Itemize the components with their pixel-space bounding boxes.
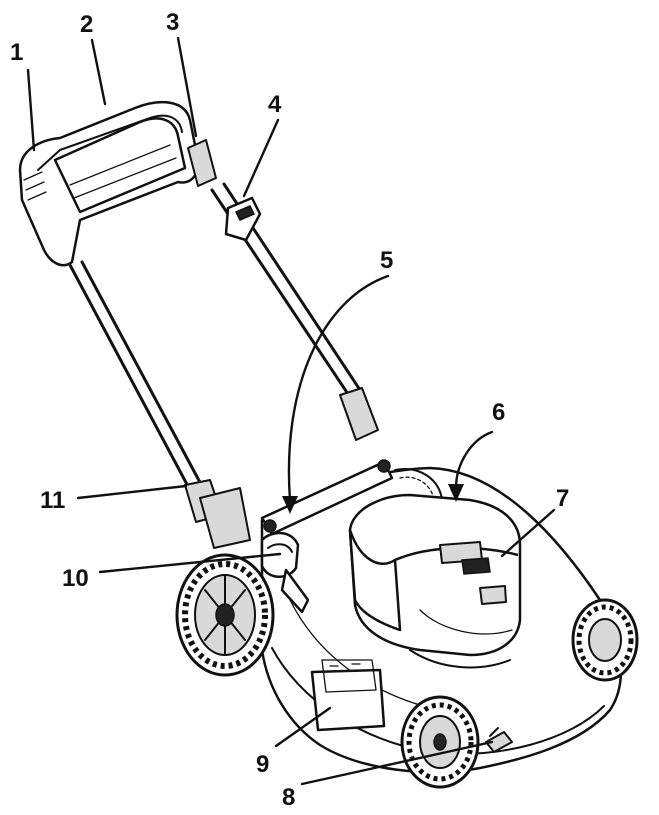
rear-wheel-left — [175, 553, 275, 677]
callout-1: 1 — [10, 39, 23, 66]
callout-labels: 1 2 3 4 5 6 7 8 9 10 11 — [10, 9, 569, 811]
callout-4: 4 — [268, 91, 282, 118]
handle-assembly — [18, 100, 379, 549]
callout-5: 5 — [380, 247, 393, 274]
leader-lines — [26, 36, 556, 786]
leader-4 — [242, 118, 280, 198]
leader-5 — [287, 274, 390, 502]
callout-10: 10 — [62, 565, 89, 592]
leader-10 — [98, 552, 282, 574]
callout-8: 8 — [282, 784, 295, 810]
deck-label-plate — [310, 659, 386, 732]
callout-7: 7 — [556, 485, 569, 512]
callout-9: 9 — [256, 751, 269, 778]
callout-11: 11 — [40, 487, 65, 514]
front-wheel-left — [400, 695, 480, 789]
front-wheel-right — [571, 598, 639, 682]
height-adjust-lever — [485, 727, 513, 753]
callout-3: 3 — [166, 9, 179, 36]
callout-2: 2 — [80, 11, 93, 38]
leader-6 — [454, 430, 494, 490]
leader-8 — [300, 740, 494, 786]
callout-6: 6 — [492, 399, 505, 426]
leader-9 — [274, 706, 332, 748]
leader-2 — [90, 38, 107, 106]
leader-11 — [76, 484, 188, 500]
arrowhead-5 — [282, 496, 298, 514]
battery-compartment — [348, 493, 522, 669]
leader-7 — [500, 508, 556, 558]
leader-1 — [26, 68, 36, 152]
rear-lift-bar — [260, 459, 394, 536]
arrowhead-6 — [448, 484, 464, 502]
leader-3 — [176, 36, 198, 138]
